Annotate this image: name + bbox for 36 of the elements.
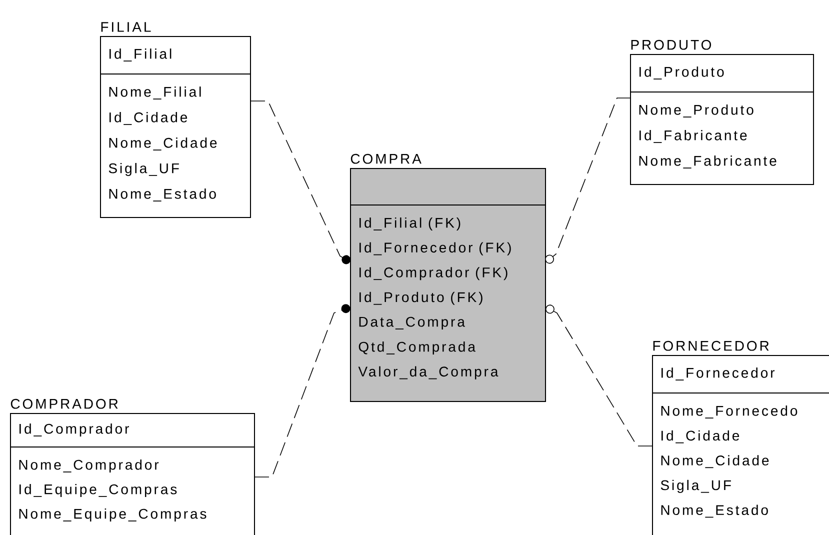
attribute-text: Id_Produto (FK) <box>360 292 482 305</box>
attribute-text: Nome_Fabricante <box>639 156 776 168</box>
attribute-text: Id_Cidade <box>662 430 740 444</box>
attribute-text: Nome_Estado <box>109 188 216 202</box>
attribute-text: Id_Comprador (FK) <box>360 267 508 280</box>
attribute-text: Id_Fornecedor (FK) <box>360 242 511 256</box>
relationship-line <box>250 100 351 264</box>
relationship-line <box>254 304 350 478</box>
attribute-text: Id_Cidade <box>110 112 188 125</box>
attribute-text: Nome_Comprador <box>19 459 159 473</box>
entity-name: COMPRADOR <box>10 398 118 409</box>
key-attribute: Id_Filial <box>110 48 172 62</box>
attribute-text: Id_Filial (FK) <box>360 217 460 231</box>
key-attribute: Id_Produto <box>640 66 724 80</box>
attribute-text: Nome_Estado <box>661 504 768 518</box>
attribute-text: Data_Compra <box>359 316 465 330</box>
key-attribute: Id_Fornecedor <box>662 368 775 380</box>
attribute-text: Qtd_Comprada <box>358 341 476 355</box>
attribute-text: Nome_Produto <box>639 104 754 118</box>
entity-name: PRODUTO <box>631 40 712 50</box>
attribute-text: Sigla_UF <box>108 162 179 176</box>
attribute-text: Nome_Fornecedo <box>661 406 798 418</box>
attribute-text: Sigla_UF <box>660 480 731 493</box>
attribute-text: Nome_Filial <box>109 86 201 100</box>
relationship-line <box>545 98 630 264</box>
attribute-text: Nome_Cidade <box>661 455 769 468</box>
key-attribute: Id_Comprador <box>19 423 129 437</box>
relationship-line <box>545 304 652 446</box>
attribute-text: Nome_Cidade <box>109 138 217 150</box>
attribute-text: Valor_da_Compra <box>358 366 498 380</box>
attribute-text: Nome_Equipe_Compras <box>19 508 206 522</box>
entity-name: FILIAL <box>101 22 151 32</box>
attribute-text: Id_Fabricante <box>640 130 747 143</box>
entity-name: FORNECEDOR <box>653 340 769 351</box>
attribute-text: Id_Equipe_Compras <box>19 484 177 498</box>
entity-name: COMPRA <box>350 154 422 164</box>
